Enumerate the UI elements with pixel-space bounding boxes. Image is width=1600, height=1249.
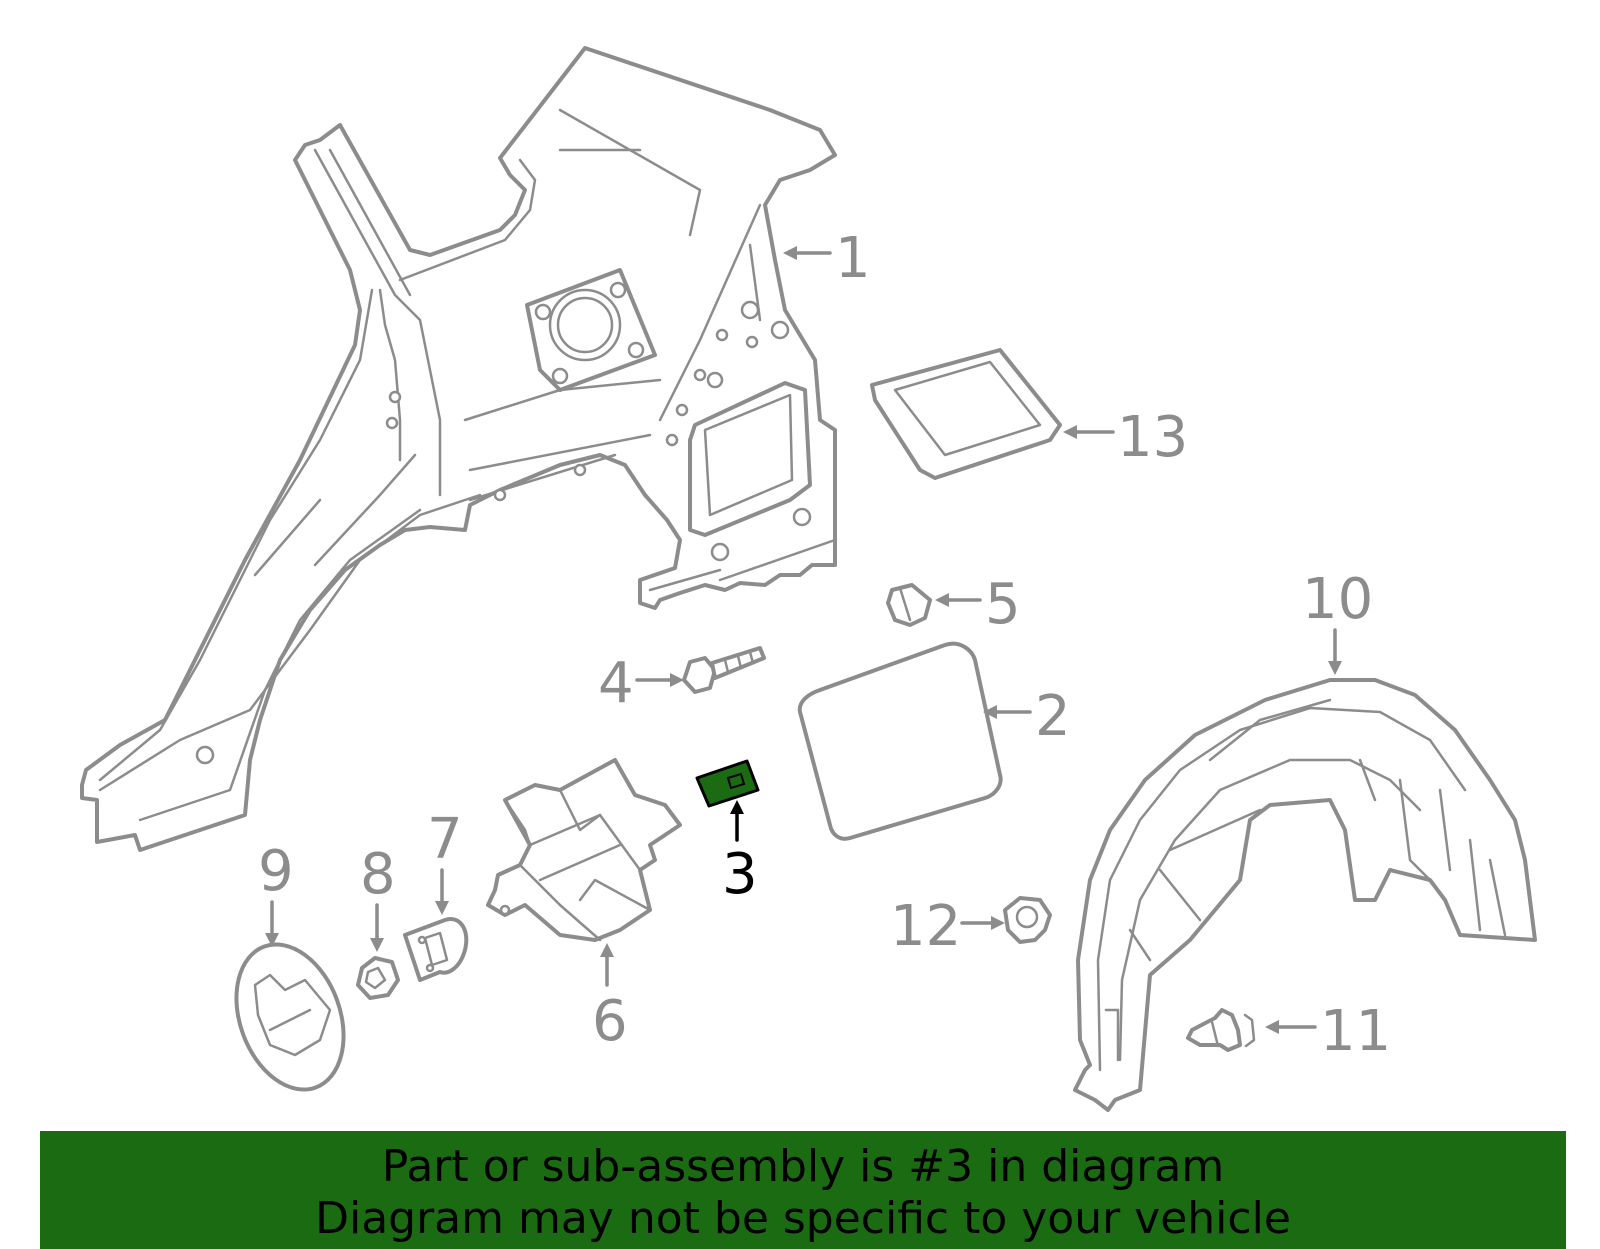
part-11-fastener (1186, 1008, 1256, 1052)
part-12-push-clip (1003, 896, 1052, 944)
callout-numbers: 1 13 5 10 4 2 3 7 8 9 12 11 6 (258, 226, 1391, 1064)
banner-line-1: Part or sub-assembly is #3 in diagram (381, 1141, 1225, 1192)
callout-1: 1 (835, 226, 871, 291)
part-13-gasket (870, 348, 1062, 480)
callout-10: 10 (1302, 567, 1373, 632)
callout-2: 2 (1035, 684, 1071, 749)
part-9-cap (234, 942, 346, 1092)
part-8-nut (356, 956, 400, 1000)
callout-4: 4 (598, 651, 634, 716)
info-banner: Part or sub-assembly is #3 in diagram Di… (40, 1131, 1566, 1249)
callout-5: 5 (985, 572, 1021, 637)
callout-11: 11 (1320, 999, 1391, 1064)
part-10-wheelhouse-liner (1073, 678, 1537, 1112)
part-2-fuel-door (797, 641, 1003, 841)
part-1-quarter-panel (80, 46, 837, 852)
part-7-sleeve (403, 917, 469, 982)
part-3-highlighted (695, 759, 760, 808)
callout-7: 7 (427, 807, 463, 872)
callout-13: 13 (1117, 405, 1188, 470)
callout-8: 8 (360, 842, 396, 907)
callout-12: 12 (890, 894, 961, 959)
part-5-bumper (886, 583, 932, 627)
part-6-filler-housing (486, 758, 682, 942)
leader-lines (265, 246, 1342, 1034)
callout-6: 6 (592, 989, 628, 1054)
callout-9: 9 (258, 839, 294, 904)
callout-3: 3 (722, 842, 758, 907)
part-4-screw (682, 646, 766, 694)
banner-line-2: Diagram may not be specific to your vehi… (315, 1193, 1291, 1244)
